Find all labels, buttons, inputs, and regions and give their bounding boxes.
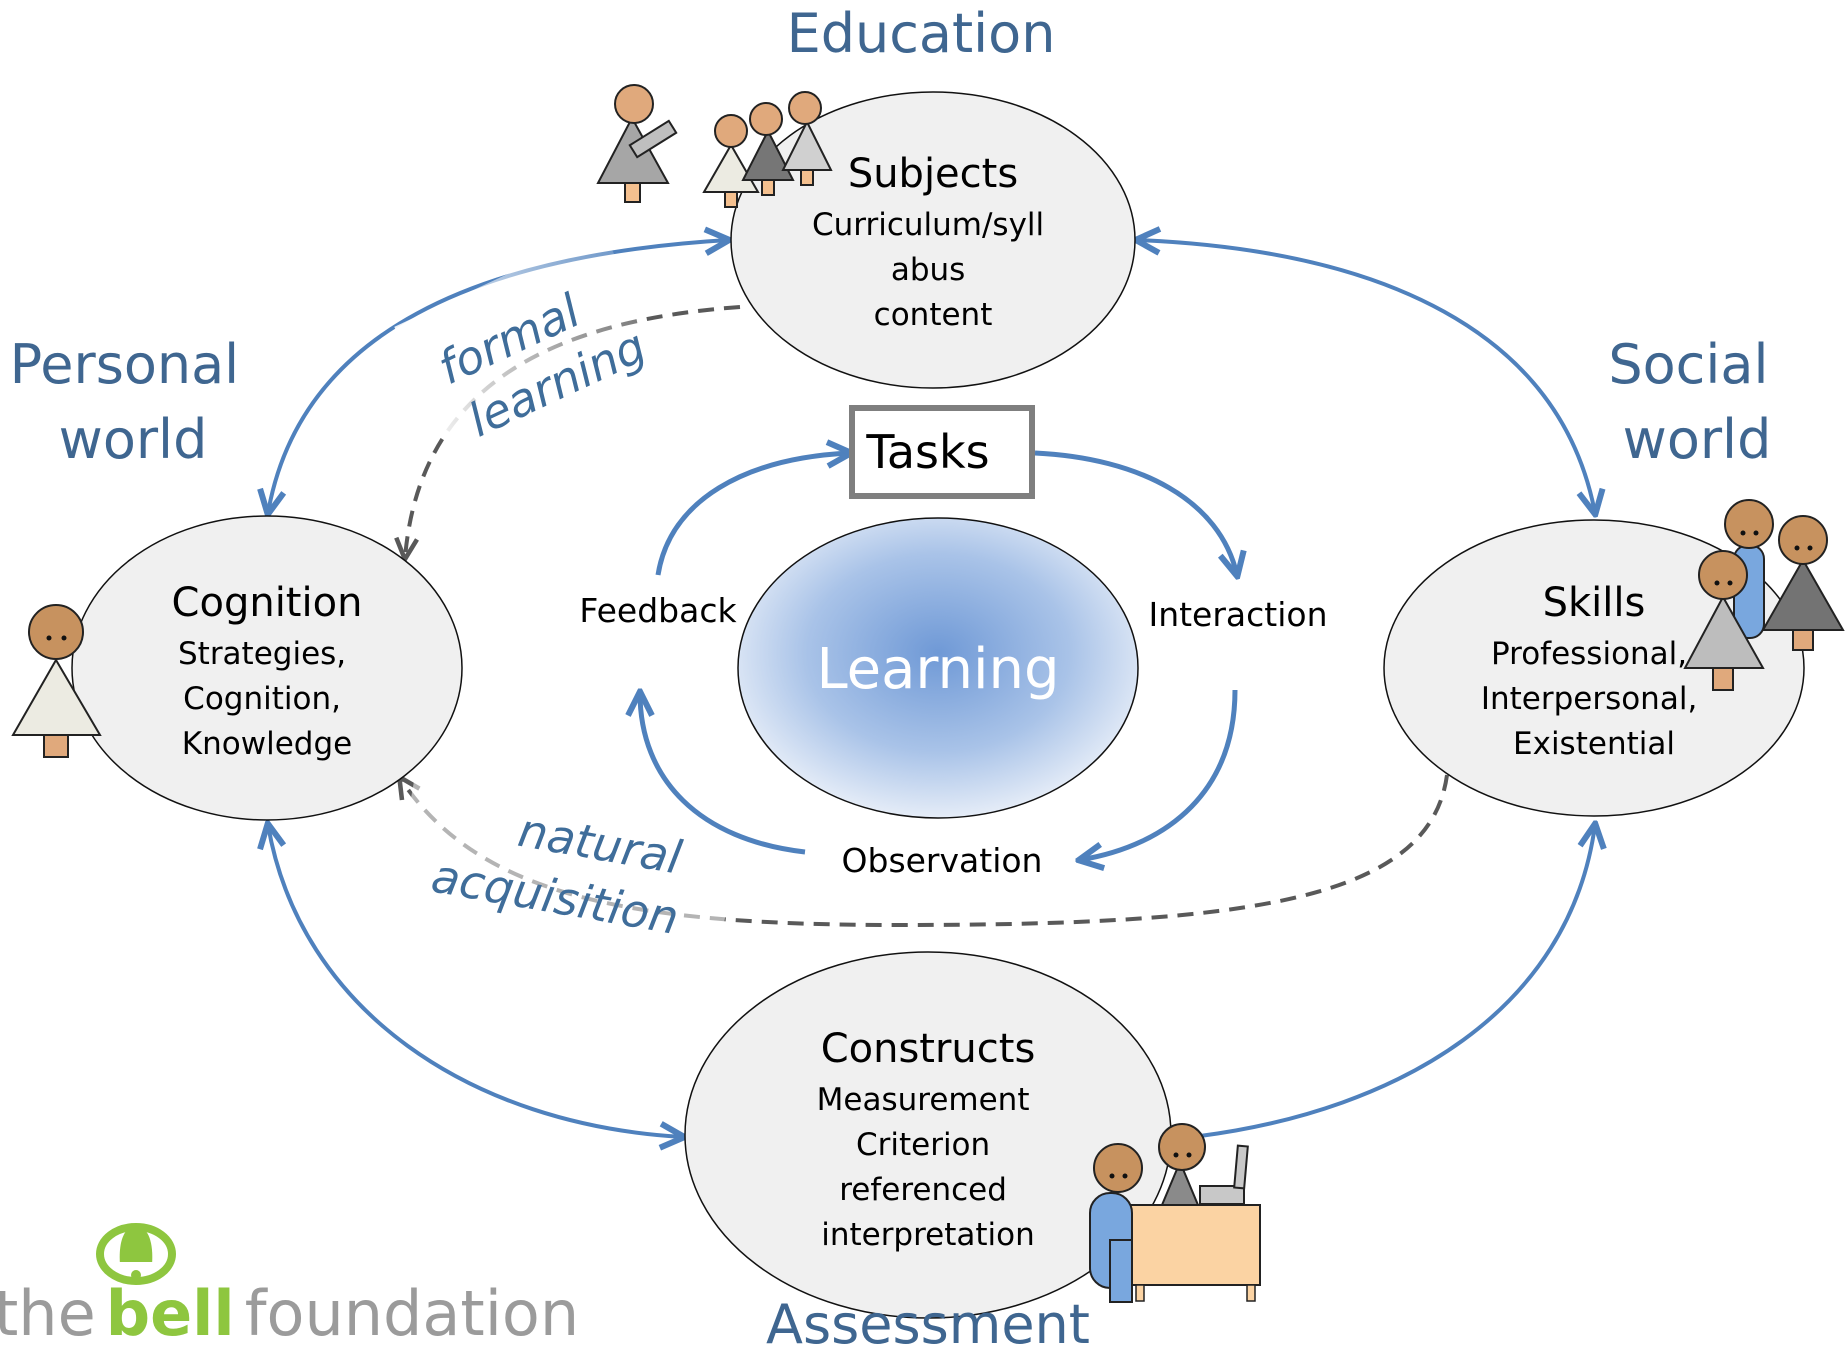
- natural-acquisition-path: [400, 775, 1449, 928]
- cycle-arrow-feedback-tasks: [655, 453, 850, 576]
- cognition-title: Cognition: [172, 580, 363, 626]
- social-person-light-icon: [1683, 550, 1765, 691]
- subjects-text: Curriculum/syll abus content: [812, 207, 1054, 333]
- examiner-seated-icon: [1158, 1123, 1206, 1206]
- skills-node: [1383, 519, 1805, 817]
- constructs-text: Measurement Criterion referenced interpr…: [817, 1082, 1040, 1253]
- cycle-arrow-observation-feedback: [640, 693, 806, 855]
- natural-label-fade: [389, 772, 741, 978]
- teacher-figure-icon: [596, 84, 678, 203]
- formal-label-fade: [394, 229, 696, 527]
- subjects-node: [730, 91, 1136, 389]
- student-figure-2-icon: [741, 102, 795, 196]
- cognition-node: [71, 515, 463, 821]
- logo-the: the: [0, 1277, 96, 1347]
- cycle-arrow-tasks-interaction: [1034, 450, 1237, 575]
- student-figure-3-icon: [781, 91, 833, 186]
- arrow-cognition-constructs: [268, 825, 683, 1137]
- personal-line-1: Personal: [10, 333, 240, 396]
- social-line-1: Social: [1608, 333, 1768, 396]
- feedback-label: Feedback: [579, 591, 737, 630]
- bell-logo-emblem-icon: [96, 1223, 176, 1285]
- learning-label: Learning: [816, 637, 1059, 702]
- tasks-label: Tasks: [865, 425, 989, 479]
- social-world-label: Social world: [1608, 333, 1785, 471]
- social-person-dark-icon: [1761, 515, 1845, 651]
- skills-title: Skills: [1543, 580, 1646, 626]
- logo-bell: bell: [106, 1277, 235, 1347]
- assessment-label: Assessment: [766, 1293, 1090, 1347]
- arrow-subjects-skills: [1137, 240, 1595, 513]
- interaction-label: Interaction: [1148, 595, 1327, 634]
- skills-text: Professional, Interpersonal, Existential: [1481, 636, 1707, 762]
- personal-world-label: Personal world: [10, 333, 257, 471]
- education-label: Education: [787, 2, 1056, 65]
- tasks-box: [849, 405, 1035, 499]
- personal-line-2: world: [59, 408, 208, 471]
- cycle-arrow-interaction-observation: [1080, 689, 1238, 860]
- arrow-subjects-cognition: [268, 240, 728, 513]
- constructs-title: Constructs: [821, 1026, 1036, 1072]
- individual-learner-icon: [11, 604, 102, 758]
- logo-foundation: foundation: [245, 1277, 579, 1347]
- subjects-title: Subjects: [848, 151, 1018, 197]
- social-line-2: world: [1623, 408, 1772, 471]
- arrow-skills-constructs: [1199, 825, 1595, 1138]
- observation-label: Observation: [842, 841, 1043, 880]
- cognition-text: Strategies, Cognition, Knowledge: [178, 636, 356, 762]
- learning-core: [737, 517, 1139, 819]
- candidate-standing-icon: [1089, 1143, 1143, 1303]
